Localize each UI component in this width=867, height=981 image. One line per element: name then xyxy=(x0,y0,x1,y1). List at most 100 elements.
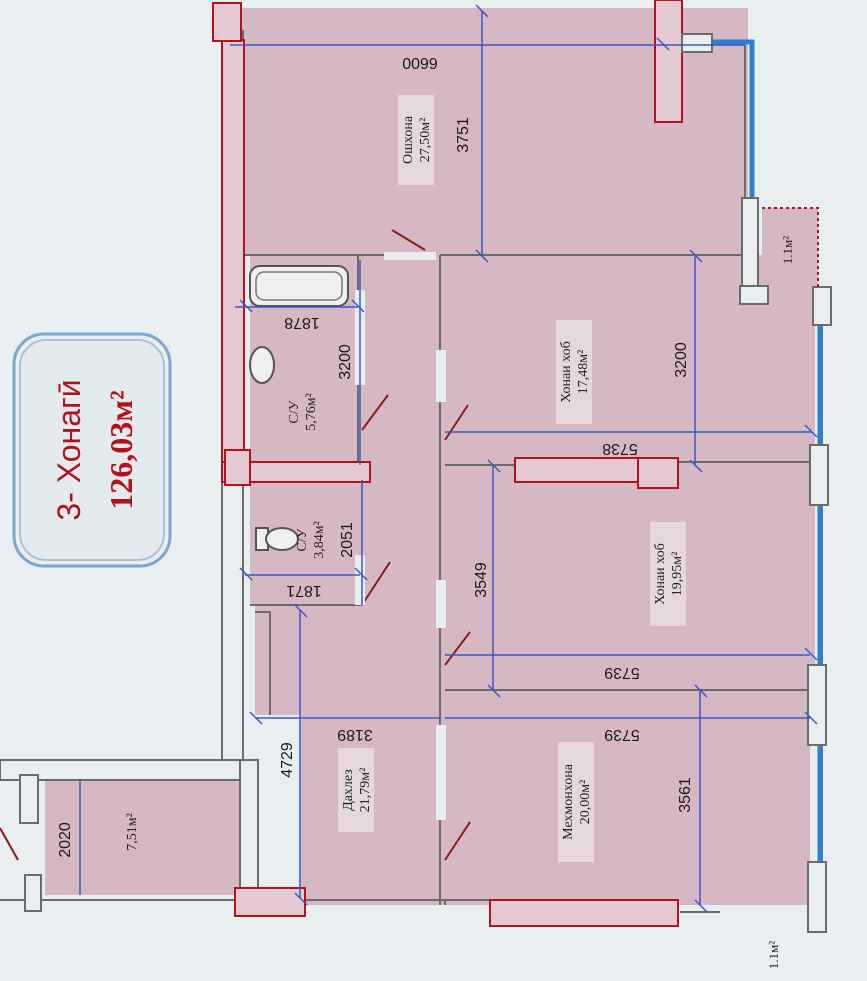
room-label-bedroom-1: Хонаи хоб 17,48м² xyxy=(556,320,592,424)
door-bath-1 xyxy=(361,394,389,431)
room-fill-living xyxy=(445,690,810,905)
dim-4729: 4729 xyxy=(279,742,296,778)
bearing-wall-bedroom-col xyxy=(637,457,679,489)
dim-2020: 2020 xyxy=(57,822,74,858)
title-badge-inner xyxy=(19,339,165,561)
dimension-ticks xyxy=(239,4,818,913)
title-badge-frame xyxy=(12,332,172,568)
dimension-lines xyxy=(79,10,812,905)
bearing-walls xyxy=(212,0,683,927)
window-frame-4 xyxy=(812,286,832,326)
room-label-balcony-top: 1.1м² xyxy=(780,236,795,264)
door-bath-2 xyxy=(361,561,391,606)
door-gap-5 xyxy=(436,580,446,628)
dim-3549: 3549 xyxy=(473,562,490,598)
room-label-hall: Дахлез 21,79м² xyxy=(338,748,374,832)
plan-title: 3- Хонагӣ xyxy=(51,379,87,520)
sink-icon xyxy=(249,346,275,384)
room-label-balcony-bottom: 1.1м² xyxy=(766,941,781,969)
dim-ticks xyxy=(239,4,818,913)
door-gap-4 xyxy=(355,555,365,605)
room-area-bath-2: 3,84м² xyxy=(312,521,327,559)
room-name-bath-1: С/У xyxy=(287,400,302,423)
room-label-bedroom-2-bg xyxy=(650,522,686,626)
room-area-entry: 7,51м² xyxy=(125,813,140,851)
window-frames xyxy=(681,33,832,933)
room-fill-entry xyxy=(45,780,257,895)
bathtub-rim xyxy=(255,271,343,301)
room-name-living: Мехмонхона xyxy=(561,763,576,840)
dim-5738: 5738 xyxy=(602,440,638,457)
door-living xyxy=(444,821,471,861)
bathtub xyxy=(249,265,349,307)
wall-closet xyxy=(255,611,271,715)
room-area-hall: 21,79м² xyxy=(358,768,373,813)
dim-3751: 3751 xyxy=(455,117,472,153)
dim-5739-living: 5739 xyxy=(604,726,640,743)
room-fill-balcony-top xyxy=(762,208,818,288)
room-label-bath-2: С/У 3,84м² xyxy=(295,521,327,559)
door-bedroom-2 xyxy=(444,631,471,666)
title-badge: 3- Хонагӣ 126,03м² xyxy=(12,332,172,568)
bearing-wall-bath-col xyxy=(224,449,251,486)
bearing-wall-hall-col xyxy=(234,887,306,917)
room-name-bedroom-1: Хонаи хоб xyxy=(559,341,574,403)
toilet-icon xyxy=(255,527,299,551)
room-fill-bedroom-2 xyxy=(445,465,815,690)
room-area-balcony-top: 1.1м² xyxy=(780,236,795,264)
wall-segment-entry-bottom xyxy=(24,874,42,912)
dim-3189: 3189 xyxy=(337,726,373,743)
room-label-kitchen: Ошхона 27,50м² xyxy=(398,95,434,185)
door-gap-3 xyxy=(436,350,446,402)
room-label-kitchen-bg xyxy=(398,95,434,185)
window-frame-1 xyxy=(681,33,713,53)
bearing-wall-bottom xyxy=(489,899,679,927)
bearing-wall-bath xyxy=(221,461,371,483)
dim-3561: 3561 xyxy=(677,777,694,813)
plan-total-area: 126,03м² xyxy=(103,390,139,509)
room-name-bedroom-2: Хонаи хоб xyxy=(653,543,668,605)
room-name-hall: Дахлез xyxy=(341,769,356,811)
dim-2051: 2051 xyxy=(339,522,356,558)
door-bedroom-1 xyxy=(444,404,469,441)
window-frame-5 xyxy=(809,444,829,506)
window-frame-2 xyxy=(741,197,759,289)
dim-6600: 6600 xyxy=(402,54,438,71)
room-label-bedroom-1-bg xyxy=(556,320,592,424)
dim-5739-bedroom: 5739 xyxy=(604,664,640,681)
room-name-bath-2: С/У xyxy=(295,528,310,551)
bearing-wall-left xyxy=(221,39,245,481)
window-kitchen xyxy=(710,39,755,200)
room-label-living: Мехмонхона 20,00м² xyxy=(558,742,594,862)
room-area-kitchen: 27,50м² xyxy=(418,118,433,163)
room-area-balcony-bottom: 1.1м² xyxy=(766,941,781,969)
wall-segment-entry xyxy=(0,759,241,781)
room-label-living-bg xyxy=(558,742,594,862)
window-frame-3 xyxy=(739,285,769,305)
door-kitchen xyxy=(391,229,426,251)
dim-1871: 1871 xyxy=(286,582,322,599)
room-fill-closet xyxy=(255,605,305,715)
wall-segment-hall xyxy=(239,759,259,901)
room-label-hall-bg xyxy=(338,748,374,832)
bathtub-shape xyxy=(249,265,349,307)
bearing-wall-top-right xyxy=(654,0,683,123)
balcony-outline xyxy=(762,207,819,288)
room-label-bath-1: С/У 5,76м² xyxy=(287,393,319,431)
room-area-bath-1: 5,76м² xyxy=(304,393,319,431)
dim-3200-bedroom: 3200 xyxy=(673,342,690,378)
bearing-wall-top-left xyxy=(212,2,242,42)
toilet-bowl xyxy=(265,527,299,551)
room-label-entry: 7,51м² xyxy=(125,813,140,851)
dim-1878: 1878 xyxy=(284,314,320,331)
door-gap-1 xyxy=(384,252,436,260)
window-frame-6 xyxy=(807,664,827,746)
room-labels: Ошхона 27,50м² Хонаи хоб 17,48м² Хонаи х… xyxy=(125,95,795,969)
dimension-labels: 6600 3751 3200 1878 3200 5738 3549 2051 … xyxy=(57,54,694,858)
dim-3200-bath: 3200 xyxy=(337,344,354,380)
window-frame-7 xyxy=(807,861,827,933)
room-area-bedroom-2: 19,95м² xyxy=(670,552,685,597)
room-area-bedroom-1: 17,48м² xyxy=(576,350,591,395)
doors xyxy=(0,229,471,861)
